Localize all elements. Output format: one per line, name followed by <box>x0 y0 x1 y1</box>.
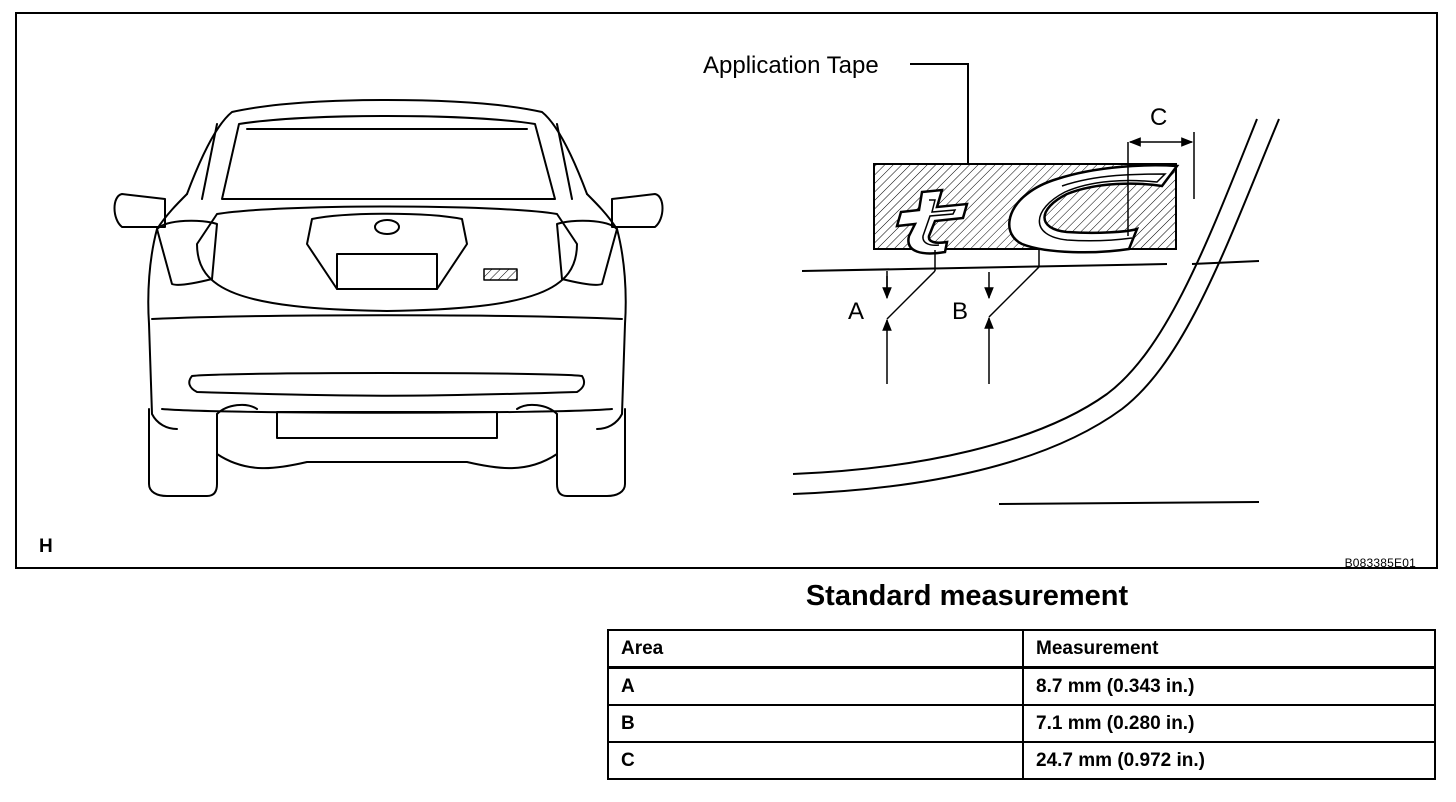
left-tire <box>148 408 218 497</box>
trunk-lid <box>196 205 578 312</box>
row-area: A <box>607 666 1024 706</box>
license-plate-recess <box>306 212 468 290</box>
right-tail-lamp <box>556 219 618 286</box>
measurement-table: Area Measurement A 8.7 mm (0.343 in.) B … <box>607 629 1436 780</box>
row-measurement: 7.1 mm (0.280 in.) <box>1022 704 1436 743</box>
rear-window <box>221 115 556 200</box>
rear-valance <box>276 411 498 439</box>
table-row: A 8.7 mm (0.343 in.) <box>607 666 1436 706</box>
dimension-label-c: C <box>1150 104 1167 131</box>
car-rear-view <box>113 99 664 497</box>
left-tail-lamp <box>156 219 218 286</box>
tc-emblem <box>895 164 1180 255</box>
row-measurement: 24.7 mm (0.972 in.) <box>1022 741 1436 780</box>
section-title: Standard measurement <box>805 580 1129 612</box>
brand-emblem <box>374 219 400 235</box>
table-row: C 24.7 mm (0.972 in.) <box>607 741 1436 780</box>
table-header-measurement: Measurement <box>1022 629 1436 669</box>
illustration: Application Tape C A B <box>113 52 1280 505</box>
figure-frame: Application Tape C A B H B083385E01 <box>15 12 1438 570</box>
callout-label: Application Tape <box>703 52 879 79</box>
row-area: C <box>607 741 1024 780</box>
row-measurement: 8.7 mm (0.343 in.) <box>1022 666 1436 706</box>
right-mirror <box>611 193 664 228</box>
view-letter: H <box>39 536 53 557</box>
table-header-area: Area <box>607 629 1024 669</box>
right-tire <box>556 408 626 497</box>
figure-id: B083385E01 <box>1344 556 1416 570</box>
callout-leader <box>910 63 969 164</box>
table-header-row: Area Measurement <box>607 629 1436 669</box>
row-area: B <box>607 704 1024 743</box>
badge-detail <box>792 63 1280 505</box>
body-edge-curve <box>792 118 1258 475</box>
tc-badge-location <box>483 268 518 281</box>
table-row: B 7.1 mm (0.280 in.) <box>607 704 1436 743</box>
dimension-label-b: B <box>952 298 968 325</box>
left-mirror <box>113 193 166 228</box>
dimension-label-a: A <box>848 298 864 325</box>
